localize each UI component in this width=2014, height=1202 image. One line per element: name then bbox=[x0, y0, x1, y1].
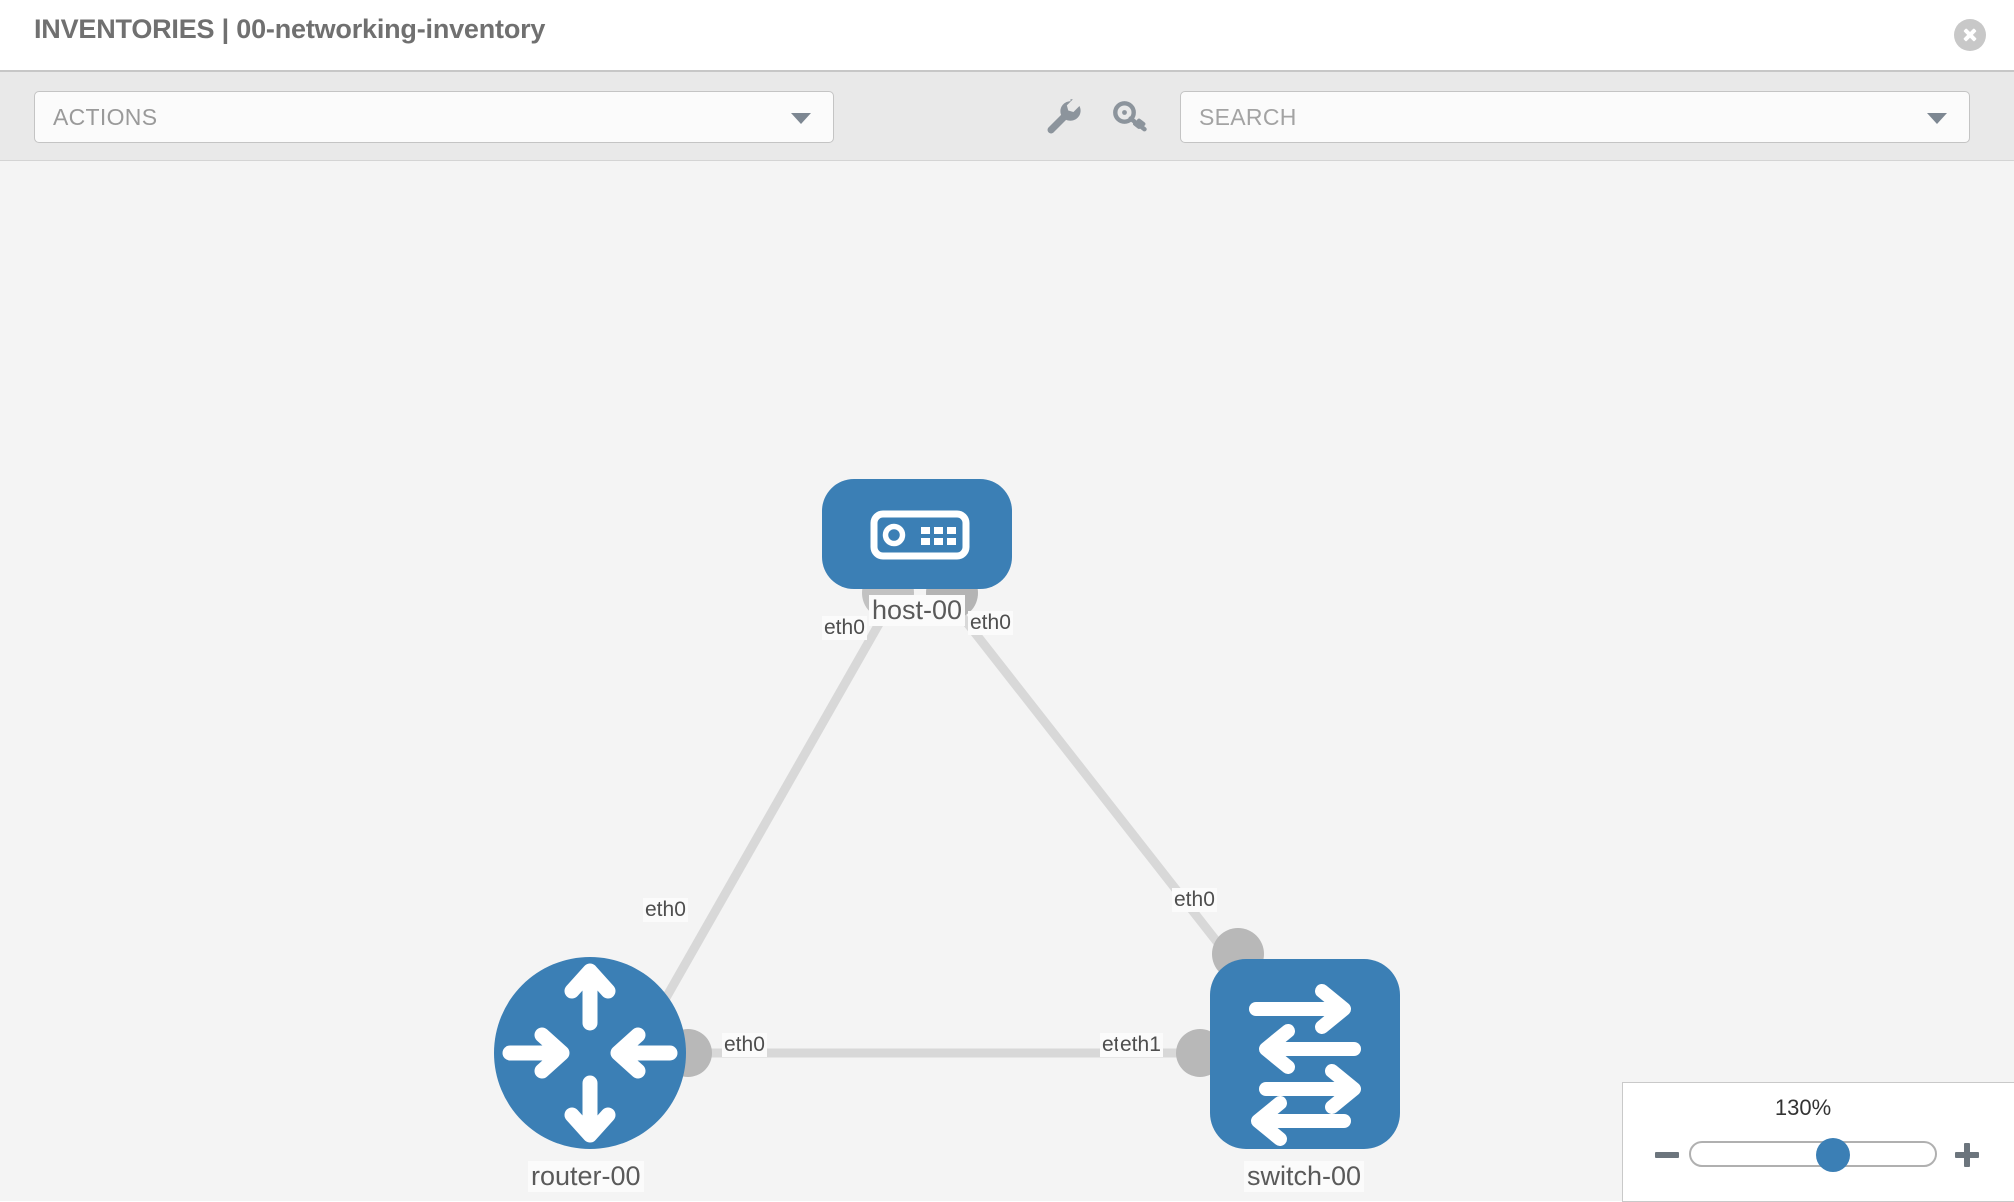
zoom-slider[interactable] bbox=[1689, 1138, 1937, 1172]
node-label-host-00: host-00 bbox=[869, 595, 966, 627]
node-switch-00[interactable] bbox=[1210, 959, 1400, 1149]
topology-canvas[interactable]: eth0 eth0 host-00 eth0 eth0 eth0 eth eth… bbox=[0, 160, 2014, 1201]
zoom-in-button[interactable] bbox=[1953, 1141, 1981, 1169]
edge-label-router-to-switch: eth0 bbox=[722, 1033, 767, 1058]
edge-label-host-right: eth0 bbox=[968, 611, 1013, 636]
edge-label-router-to-host: eth0 bbox=[643, 898, 688, 923]
search-input[interactable]: SEARCH bbox=[1180, 91, 1970, 143]
chevron-down-icon bbox=[1927, 113, 1947, 124]
edge-label-switch-to-host: eth0 bbox=[1172, 888, 1217, 913]
close-icon[interactable] bbox=[1954, 19, 1986, 51]
wrench-icon[interactable] bbox=[1042, 96, 1084, 138]
edge-label-switch-to-router-b: eth1 bbox=[1118, 1033, 1163, 1058]
actions-dropdown-label: ACTIONS bbox=[53, 104, 158, 130]
edge-router-host bbox=[626, 598, 896, 1064]
topology-graph bbox=[494, 479, 1400, 1149]
key-icon[interactable] bbox=[1110, 96, 1152, 138]
page-title: INVENTORIES | 00-networking-inventory bbox=[34, 14, 546, 44]
node-label-switch-00: switch-00 bbox=[1244, 1161, 1365, 1193]
zoom-level-label: 130% bbox=[1774, 1095, 1832, 1120]
edge-label-host-left: eth0 bbox=[822, 616, 867, 641]
zoom-control-panel: 130% bbox=[1622, 1082, 2014, 1202]
actions-dropdown[interactable]: ACTIONS bbox=[34, 91, 834, 143]
zoom-out-button[interactable] bbox=[1653, 1141, 1681, 1169]
node-router-00[interactable] bbox=[494, 957, 686, 1149]
node-host-00[interactable] bbox=[822, 479, 1012, 589]
zoom-slider-handle[interactable] bbox=[1815, 1138, 1850, 1172]
chevron-down-icon bbox=[791, 113, 811, 124]
toolbar: ACTIONS SEARCH bbox=[0, 70, 2014, 160]
page-header: INVENTORIES | 00-networking-inventory bbox=[0, 0, 2014, 70]
node-label-router-00: router-00 bbox=[528, 1161, 644, 1193]
search-placeholder: SEARCH bbox=[1199, 104, 1297, 130]
